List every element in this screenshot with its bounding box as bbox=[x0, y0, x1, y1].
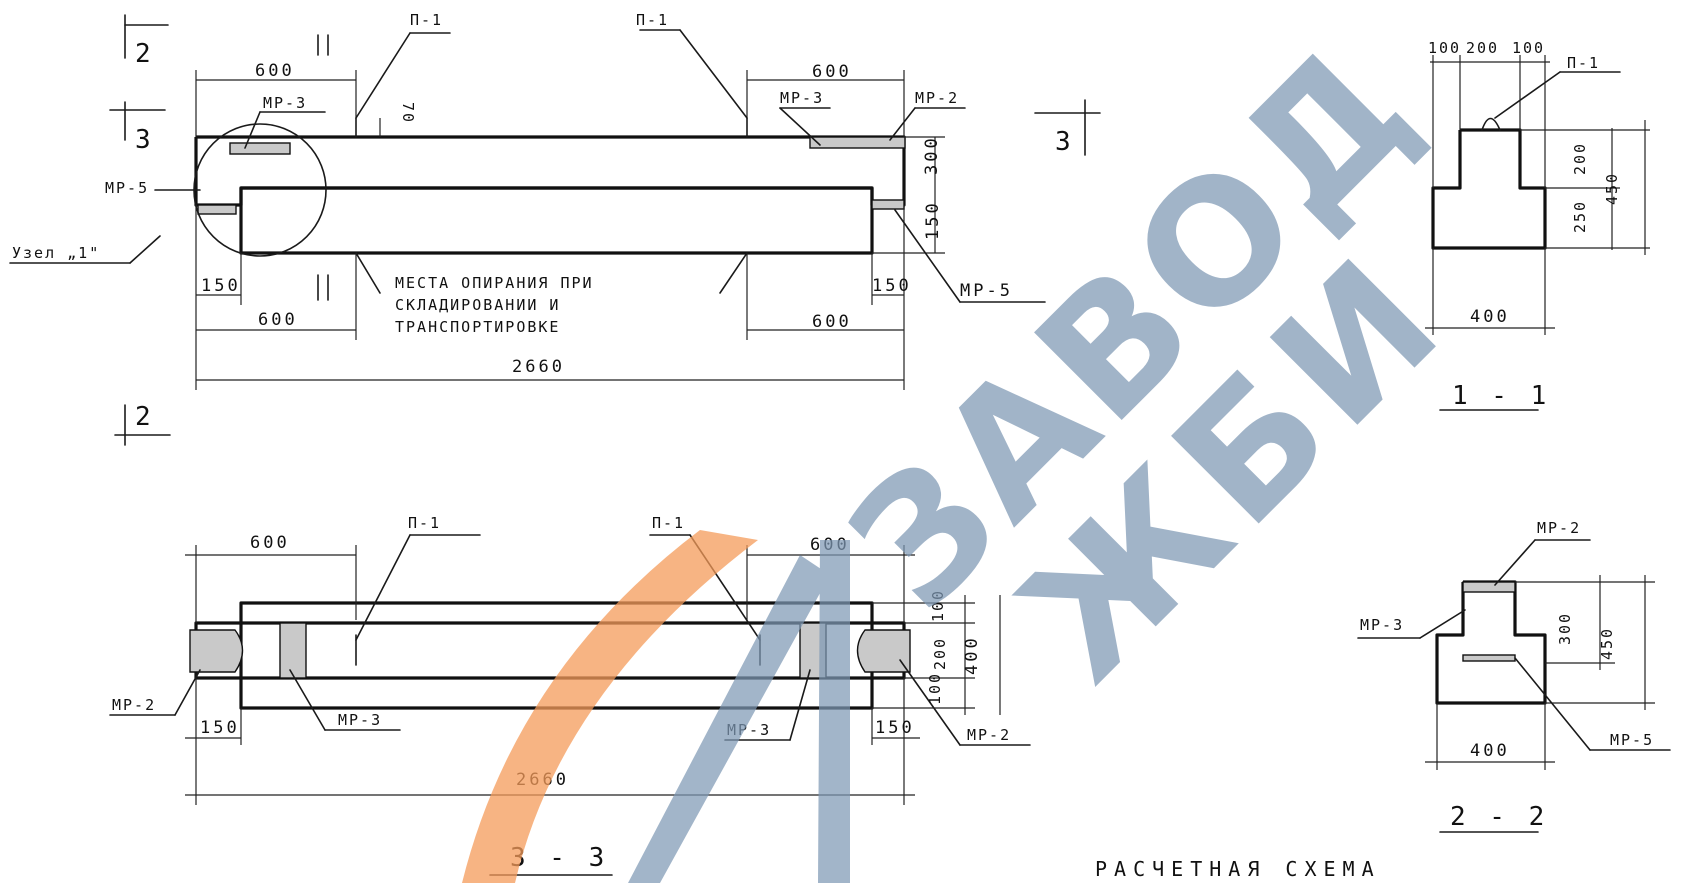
label-mr3-plan-left: МР-3 bbox=[338, 711, 382, 729]
label-p1-11: П-1 bbox=[1567, 54, 1600, 72]
plan-mr3-left bbox=[279, 622, 307, 679]
dim-150-plan-right: 150 bbox=[875, 718, 915, 738]
support-note-1: МЕСТА ОПИРАНИЯ ПРИ bbox=[395, 274, 594, 292]
dim-100-plan-top: 100 bbox=[929, 589, 947, 622]
dim-600-plan-left: 600 bbox=[250, 533, 290, 553]
dim-600-bottom-right: 600 bbox=[812, 312, 852, 332]
dim-70: 70 bbox=[399, 102, 417, 124]
dim-150-left: 150 bbox=[201, 276, 241, 296]
plate-mr5-right bbox=[871, 199, 905, 210]
section-2-2: МР-2 МР-3 МР-5 300 450 400 2 - 2 bbox=[1357, 519, 1671, 833]
label-mr3-front-left: МР-3 bbox=[263, 94, 307, 112]
dim-600-top-left: 600 bbox=[255, 61, 295, 81]
dim-200-side: 200 bbox=[1571, 142, 1589, 175]
dim-400-11: 400 bbox=[1470, 307, 1510, 327]
plan-end-right bbox=[856, 629, 911, 673]
front-view: 600 600 70 300 150 150 150 600 600 2660 … bbox=[9, 11, 1101, 446]
dim-300-front: 300 bbox=[922, 135, 942, 175]
plate-mr3-right bbox=[809, 136, 906, 149]
dim-450-11: 450 bbox=[1603, 172, 1621, 205]
dim-150-plan-left: 150 bbox=[200, 718, 240, 738]
section-2-2-outline bbox=[1435, 580, 1547, 705]
label-mr5-front-left: МР-5 bbox=[105, 179, 149, 197]
title-section-2-2: 2 - 2 bbox=[1450, 802, 1548, 832]
label-p1-a: П-1 bbox=[410, 11, 443, 29]
plan-end-left bbox=[189, 629, 244, 673]
dim-150-right: 150 bbox=[872, 276, 912, 296]
watermark-orange-stroke bbox=[462, 530, 758, 883]
plate-mr5-left bbox=[197, 204, 237, 215]
label-mr2-22: МР-2 bbox=[1537, 519, 1581, 537]
dim-400-22: 400 bbox=[1470, 741, 1510, 761]
section-mark-3-left: 3 bbox=[135, 125, 155, 155]
label-mr2-plan-left: МР-2 bbox=[112, 696, 156, 714]
label-mr5-22: МР-5 bbox=[1610, 731, 1654, 749]
section-1-1: 100 200 100 П-1 200 250 450 400 1 - 1 bbox=[1425, 39, 1650, 411]
title-section-3-3: 3 - 3 bbox=[510, 843, 608, 873]
label-mr3-front-right: МР-3 bbox=[780, 89, 824, 107]
title-section-1-1: 1 - 1 bbox=[1452, 381, 1550, 411]
dim-100-plan-bottom: 100 bbox=[926, 672, 944, 705]
plate-mr2-22 bbox=[1462, 581, 1516, 593]
design-scheme-caption: РАСЧЕТНАЯ СХЕМА bbox=[1095, 857, 1381, 881]
dim-600-top-right: 600 bbox=[812, 62, 852, 82]
label-p1-plan-b: П-1 bbox=[652, 514, 685, 532]
beam-top-outline bbox=[194, 135, 906, 207]
support-note-2: СКЛАДИРОВАНИИ И bbox=[395, 296, 560, 314]
watermark-triangle bbox=[628, 540, 850, 883]
label-mr2-plan-right: МР-2 bbox=[967, 726, 1011, 744]
dim-200-plan: 200 bbox=[931, 637, 949, 670]
support-note-3: ТРАНСПОРТИРОВКЕ bbox=[395, 318, 560, 336]
plate-mr5-22 bbox=[1462, 654, 1516, 662]
label-mr2-front: МР-2 bbox=[915, 89, 959, 107]
label-p1-plan-a: П-1 bbox=[408, 514, 441, 532]
dim-2660-front: 2660 bbox=[512, 357, 565, 377]
dim-250-side: 250 bbox=[1571, 200, 1589, 233]
dim-450-22: 450 bbox=[1598, 627, 1616, 660]
label-mr5-front-right: МР-5 bbox=[960, 281, 1013, 301]
dim-600-bottom-left: 600 bbox=[258, 310, 298, 330]
label-node-1: Узел „1" bbox=[12, 244, 100, 262]
dim-400-plan: 400 bbox=[962, 635, 982, 675]
label-mr3-22: МР-3 bbox=[1360, 616, 1404, 634]
dim-150-front: 150 bbox=[923, 200, 943, 240]
section-mark-3-right: 3 bbox=[1055, 127, 1075, 157]
label-p1-b: П-1 bbox=[636, 11, 669, 29]
beam-bottom-outline bbox=[239, 186, 874, 255]
plate-mr3-left bbox=[229, 142, 291, 155]
dim-100-b: 100 bbox=[1512, 39, 1545, 57]
section-mark-2-top: 2 bbox=[135, 39, 155, 69]
dim-100-a: 100 bbox=[1428, 39, 1461, 57]
dim-300-22: 300 bbox=[1556, 612, 1574, 645]
section-mark-2-bottom: 2 bbox=[135, 402, 155, 432]
section-3-3: 600 600 П-1 П-1 100 200 100 400 МР-2 МР-… bbox=[109, 514, 1031, 876]
dim-200-11: 200 bbox=[1466, 39, 1499, 57]
